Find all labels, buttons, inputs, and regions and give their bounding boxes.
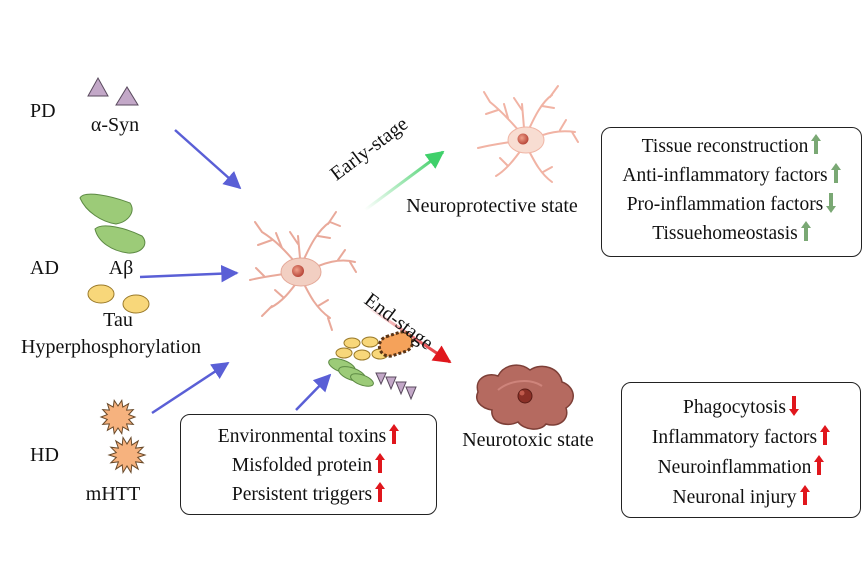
early-stage-arrow <box>364 150 445 212</box>
mhtt-label: mHTT <box>85 483 141 505</box>
protective-outcome-text: Anti-inflammatory factors <box>622 165 828 186</box>
neurotoxic-state-label: Neurotoxic state <box>462 429 594 451</box>
neuroprotective-state-label: Neuroprotective state <box>406 195 578 217</box>
central-microglia-nucleus <box>292 265 304 277</box>
mhtt-icon <box>99 399 147 475</box>
up-arrow-icon <box>830 163 841 183</box>
ad-label: AD <box>30 257 59 279</box>
abeta-label: Aβ <box>108 257 134 279</box>
up-arrow-icon <box>375 482 386 502</box>
protective-microglia-nucleus <box>517 133 529 145</box>
down-arrow-icon <box>788 396 799 416</box>
protective-outcome-text: Tissuehomeostasis <box>652 223 798 244</box>
up-arrow-icon <box>799 485 810 505</box>
up-arrow-icon <box>811 134 822 154</box>
up-arrow-icon <box>814 455 825 475</box>
trigger-text: Misfolded protein <box>231 455 373 476</box>
protective-microglia-icon <box>477 85 579 183</box>
toxic-outcome-row: Phagocytosis <box>622 395 860 420</box>
trigger-cluster-icon <box>328 330 417 401</box>
hyperphosphorylation-label: Hyperphosphorylation <box>21 336 201 358</box>
hd-label: HD <box>30 444 59 466</box>
protective-outcome-row: Tissue reconstruction <box>602 134 861 159</box>
up-arrow-icon <box>820 425 831 445</box>
protective-outcome-row: Anti-inflammatory factors <box>602 163 861 188</box>
down-arrow-icon <box>826 193 837 213</box>
protective-outcome-row: Pro-inflammation factors <box>602 192 861 217</box>
pd-label: PD <box>30 100 56 122</box>
toxic-outcome-row: Inflammatory factors <box>622 425 860 450</box>
alpha-syn-label: α-Syn <box>90 114 140 136</box>
toxic-outcome-text: Neuroinflammation <box>657 457 812 478</box>
protective-outcome-text: Pro-inflammation factors <box>626 194 824 215</box>
toxic-outcome-text: Inflammatory factors <box>651 427 818 448</box>
trigger-row: Persistent triggers <box>181 482 436 507</box>
toxic-outcome-row: Neuroinflammation <box>622 455 860 480</box>
toxic-outcome-row: Neuronal injury <box>622 485 860 510</box>
tau-label: Tau <box>103 309 133 331</box>
trigger-text: Environmental toxins <box>217 426 387 447</box>
up-arrow-icon <box>389 424 400 444</box>
pointer-arrows <box>139 129 332 415</box>
toxic-microglia-nucleus <box>517 388 533 404</box>
abeta-icon <box>79 193 146 254</box>
tau-icon <box>87 284 150 314</box>
up-arrow-icon <box>800 221 811 241</box>
alpha-syn-icon <box>87 76 139 106</box>
trigger-row: Environmental toxins <box>181 424 436 449</box>
protective-outcome-text: Tissue reconstruction <box>641 136 809 157</box>
protective-outcome-row: Tissuehomeostasis <box>602 221 861 246</box>
toxic-outcome-text: Phagocytosis <box>683 397 786 418</box>
up-arrow-icon <box>375 453 386 473</box>
toxic-outcome-text: Neuronal injury <box>672 487 797 508</box>
trigger-text: Persistent triggers <box>231 484 373 505</box>
trigger-row: Misfolded protein <box>181 453 436 478</box>
